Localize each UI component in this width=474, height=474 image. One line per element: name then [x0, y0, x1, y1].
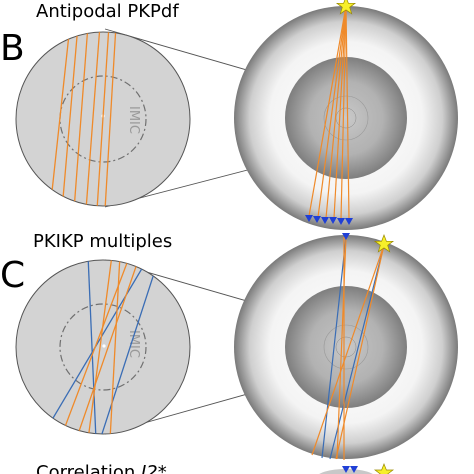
panel-letter: B — [0, 28, 25, 69]
ray-path — [85, 32, 101, 206]
ray-path — [345, 5, 350, 220]
station-triangle-icon — [313, 216, 321, 223]
station-array — [305, 215, 353, 225]
station-triangle-icon — [350, 466, 358, 473]
ray-path — [311, 244, 385, 456]
ray-path — [73, 32, 89, 206]
station-triangle-icon — [329, 217, 337, 224]
ray-bundle — [311, 236, 385, 460]
imic-label: IMIC — [126, 106, 141, 134]
panel-title: Antipodal PKPdf — [36, 1, 179, 22]
panel-title: PKIKP multiples — [33, 231, 172, 252]
ray-path — [99, 260, 161, 434]
ray-path — [75, 260, 141, 434]
station-triangle-icon — [342, 466, 350, 473]
imic-boundary — [59, 303, 147, 391]
earth-center-dot — [102, 344, 106, 348]
inner-core — [323, 95, 369, 141]
zoomed-rays — [49, 32, 117, 206]
zoom-inset: IMIC — [15, 259, 191, 435]
ray-path — [333, 5, 347, 219]
ray-path — [321, 236, 347, 459]
source-star-icon — [373, 234, 395, 253]
imic-label: IMIC — [126, 330, 141, 358]
ray-bundle — [308, 5, 350, 220]
imic-boundary — [59, 75, 147, 163]
panel-title-text: Correlation — [36, 462, 135, 474]
panel-c: PKIKP multiples C I — [0, 231, 458, 460]
panel-d-partial: Correlation I2* — [36, 462, 395, 474]
station-triangle-icon — [337, 218, 345, 225]
ray-path — [61, 32, 79, 206]
earth-cross-section — [234, 6, 458, 230]
panel-title: Correlation I2* — [36, 462, 167, 474]
ray-path — [308, 5, 347, 217]
ray-path — [49, 32, 71, 206]
ray-path — [109, 260, 121, 434]
zoom-inset: IMIC — [15, 31, 191, 207]
ray-path — [104, 32, 117, 206]
station-triangle-icon — [345, 218, 353, 225]
ray-path — [317, 5, 347, 218]
station-triangle-icon — [305, 215, 313, 222]
source-star-icon — [335, 0, 357, 15]
ray-path — [340, 5, 347, 220]
station-triangle-icon — [321, 217, 329, 224]
source-star-icon — [373, 463, 395, 474]
ray-path — [87, 260, 97, 434]
ray-path — [96, 32, 110, 206]
panel-letter: C — [0, 255, 25, 296]
earth-cross-section — [234, 235, 458, 459]
panel-b: Antipodal PKPdf B — [0, 0, 458, 230]
ray-path — [325, 5, 347, 219]
ray-path — [87, 260, 113, 434]
panel-title-symbol: I2* — [141, 462, 167, 474]
zoomed-rays — [39, 260, 161, 434]
station-triangle-icon — [342, 233, 350, 240]
